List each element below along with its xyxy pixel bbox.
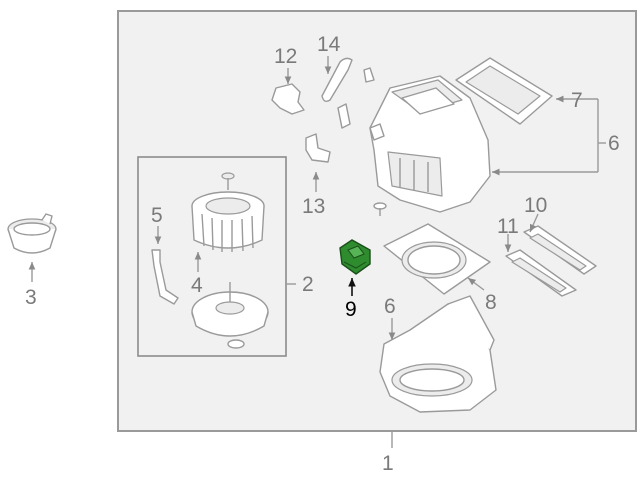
part-11-filter — [504, 234, 577, 297]
callout-2: 2 — [302, 273, 314, 296]
part-6-upper-housing — [369, 75, 491, 213]
callout-6-lower: 6 — [384, 295, 396, 318]
callout-8: 8 — [485, 291, 497, 314]
callout-1: 1 — [382, 452, 394, 475]
clip-part — [337, 103, 351, 129]
screw — [373, 202, 387, 216]
callout-14: 14 — [317, 33, 341, 56]
part-6-lower-housing — [379, 295, 497, 413]
part-14-link-rod — [321, 56, 375, 103]
part-9-blower-resistor — [339, 239, 371, 296]
part-13-bracket — [305, 133, 331, 192]
callout-7: 7 — [571, 89, 583, 112]
part-4-blower-wheel — [191, 172, 265, 272]
callout-13: 13 — [302, 195, 325, 218]
callout-4: 4 — [191, 274, 203, 297]
part-3-blower-ring — [7, 213, 57, 282]
callout-5: 5 — [151, 204, 163, 227]
part-5-hose — [151, 226, 179, 305]
callout-6-upper: 6 — [608, 132, 620, 155]
callout-12: 12 — [274, 45, 297, 68]
callout-bracket-6-7 — [492, 99, 606, 176]
part-8-tray — [383, 223, 491, 295]
callout-10: 10 — [524, 194, 547, 217]
callout-3: 3 — [25, 286, 37, 309]
blower-motor — [191, 282, 269, 349]
part-10-filter — [523, 213, 597, 275]
callout-9: 9 — [345, 298, 357, 321]
part-12-bracket — [271, 68, 305, 115]
callout-11: 11 — [497, 215, 519, 238]
part-7-filter-frame — [455, 57, 598, 125]
blower-subassembly-frame — [137, 156, 287, 357]
